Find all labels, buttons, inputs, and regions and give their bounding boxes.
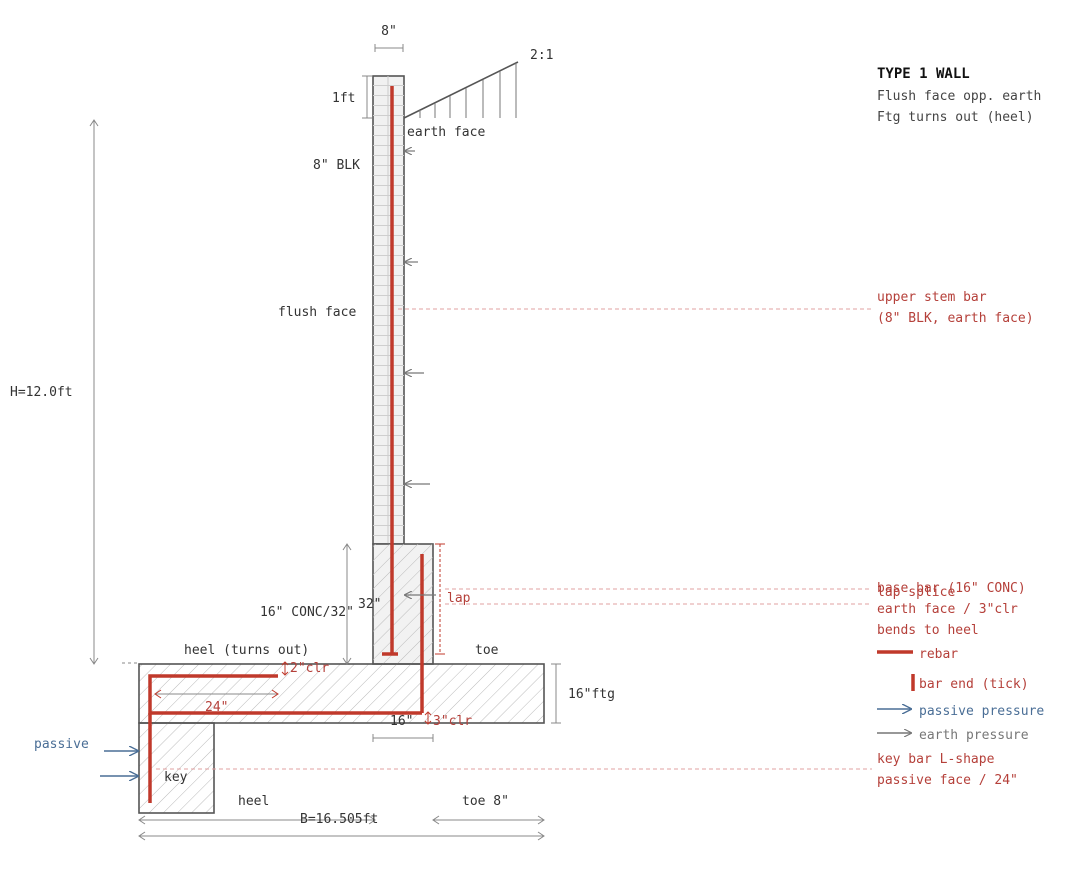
toe-width-dim: toe 8" <box>462 794 509 809</box>
heel-label: heel <box>238 794 269 809</box>
note-leaders <box>156 308 872 770</box>
top-cover-label: 2"clr <box>290 661 329 676</box>
top-offset-dim: 1ft <box>332 91 355 106</box>
wall-subtitle-2: Ftg turns out (heel) <box>877 110 1034 125</box>
note-base-bar-bend: bends to heel <box>877 623 979 638</box>
bottom-cover-label: 3"clr <box>433 714 472 729</box>
note-upper-stem-bar-detail: (8" BLK, earth face) <box>877 311 1034 326</box>
toe-label: toe <box>475 643 499 658</box>
heel-turns-out-label: heel (turns out) <box>184 643 309 658</box>
passive-label: passive <box>34 737 89 752</box>
stem-width-dim: 8" <box>381 24 397 39</box>
conc-tick-label: 32" <box>358 597 381 612</box>
note-key-bar: key bar L-shape <box>877 752 995 767</box>
note-key-bar-detail: passive face / 24" <box>877 773 1018 788</box>
backfill-slope <box>403 61 519 119</box>
slope-label: 2:1 <box>530 48 553 63</box>
wall-subtitle-1: Flush face opp. earth <box>877 89 1041 104</box>
lap-label: lap <box>447 591 471 606</box>
note-upper-stem-bar: upper stem bar <box>877 290 987 305</box>
footing-thickness-dim: 16"ftg <box>568 687 615 702</box>
block-label: 8" BLK <box>313 158 360 173</box>
note-base-bar: base bar (16" CONC) <box>877 581 1026 596</box>
legend-bar-end-label: bar end (tick) <box>919 677 1029 692</box>
note-base-bar-cover: earth face / 3"clr <box>877 602 1018 617</box>
wall-type-title: TYPE 1 WALL <box>877 66 970 82</box>
legend: rebar bar end (tick) passive pressure ea… <box>877 647 1044 743</box>
earth-pressure-arrows <box>405 151 436 595</box>
conc-height-dim: 16" CONC/32" <box>260 605 354 620</box>
legend-rebar-label: rebar <box>919 647 958 662</box>
legend-earth-label: earth pressure <box>919 728 1029 743</box>
bend-length-dim: 24" <box>205 700 228 715</box>
base-width-dim: B=16.505ft <box>300 812 378 827</box>
rebar-group <box>148 86 424 803</box>
legend-passive-label: passive pressure <box>919 704 1044 719</box>
footing-bar-dim: 16" <box>390 714 413 729</box>
passive-pressure-arrows <box>100 751 138 776</box>
conc-base-hatch <box>373 544 433 664</box>
dimension-lines <box>89 44 561 841</box>
earth-face-label: earth face <box>407 125 485 140</box>
height-dim: H=12.0ft <box>10 385 73 400</box>
flush-face-label: flush face <box>278 305 356 320</box>
heel-bar <box>148 674 422 715</box>
key-label: key <box>164 770 188 785</box>
note-lap-splice: lap splice <box>877 585 955 600</box>
